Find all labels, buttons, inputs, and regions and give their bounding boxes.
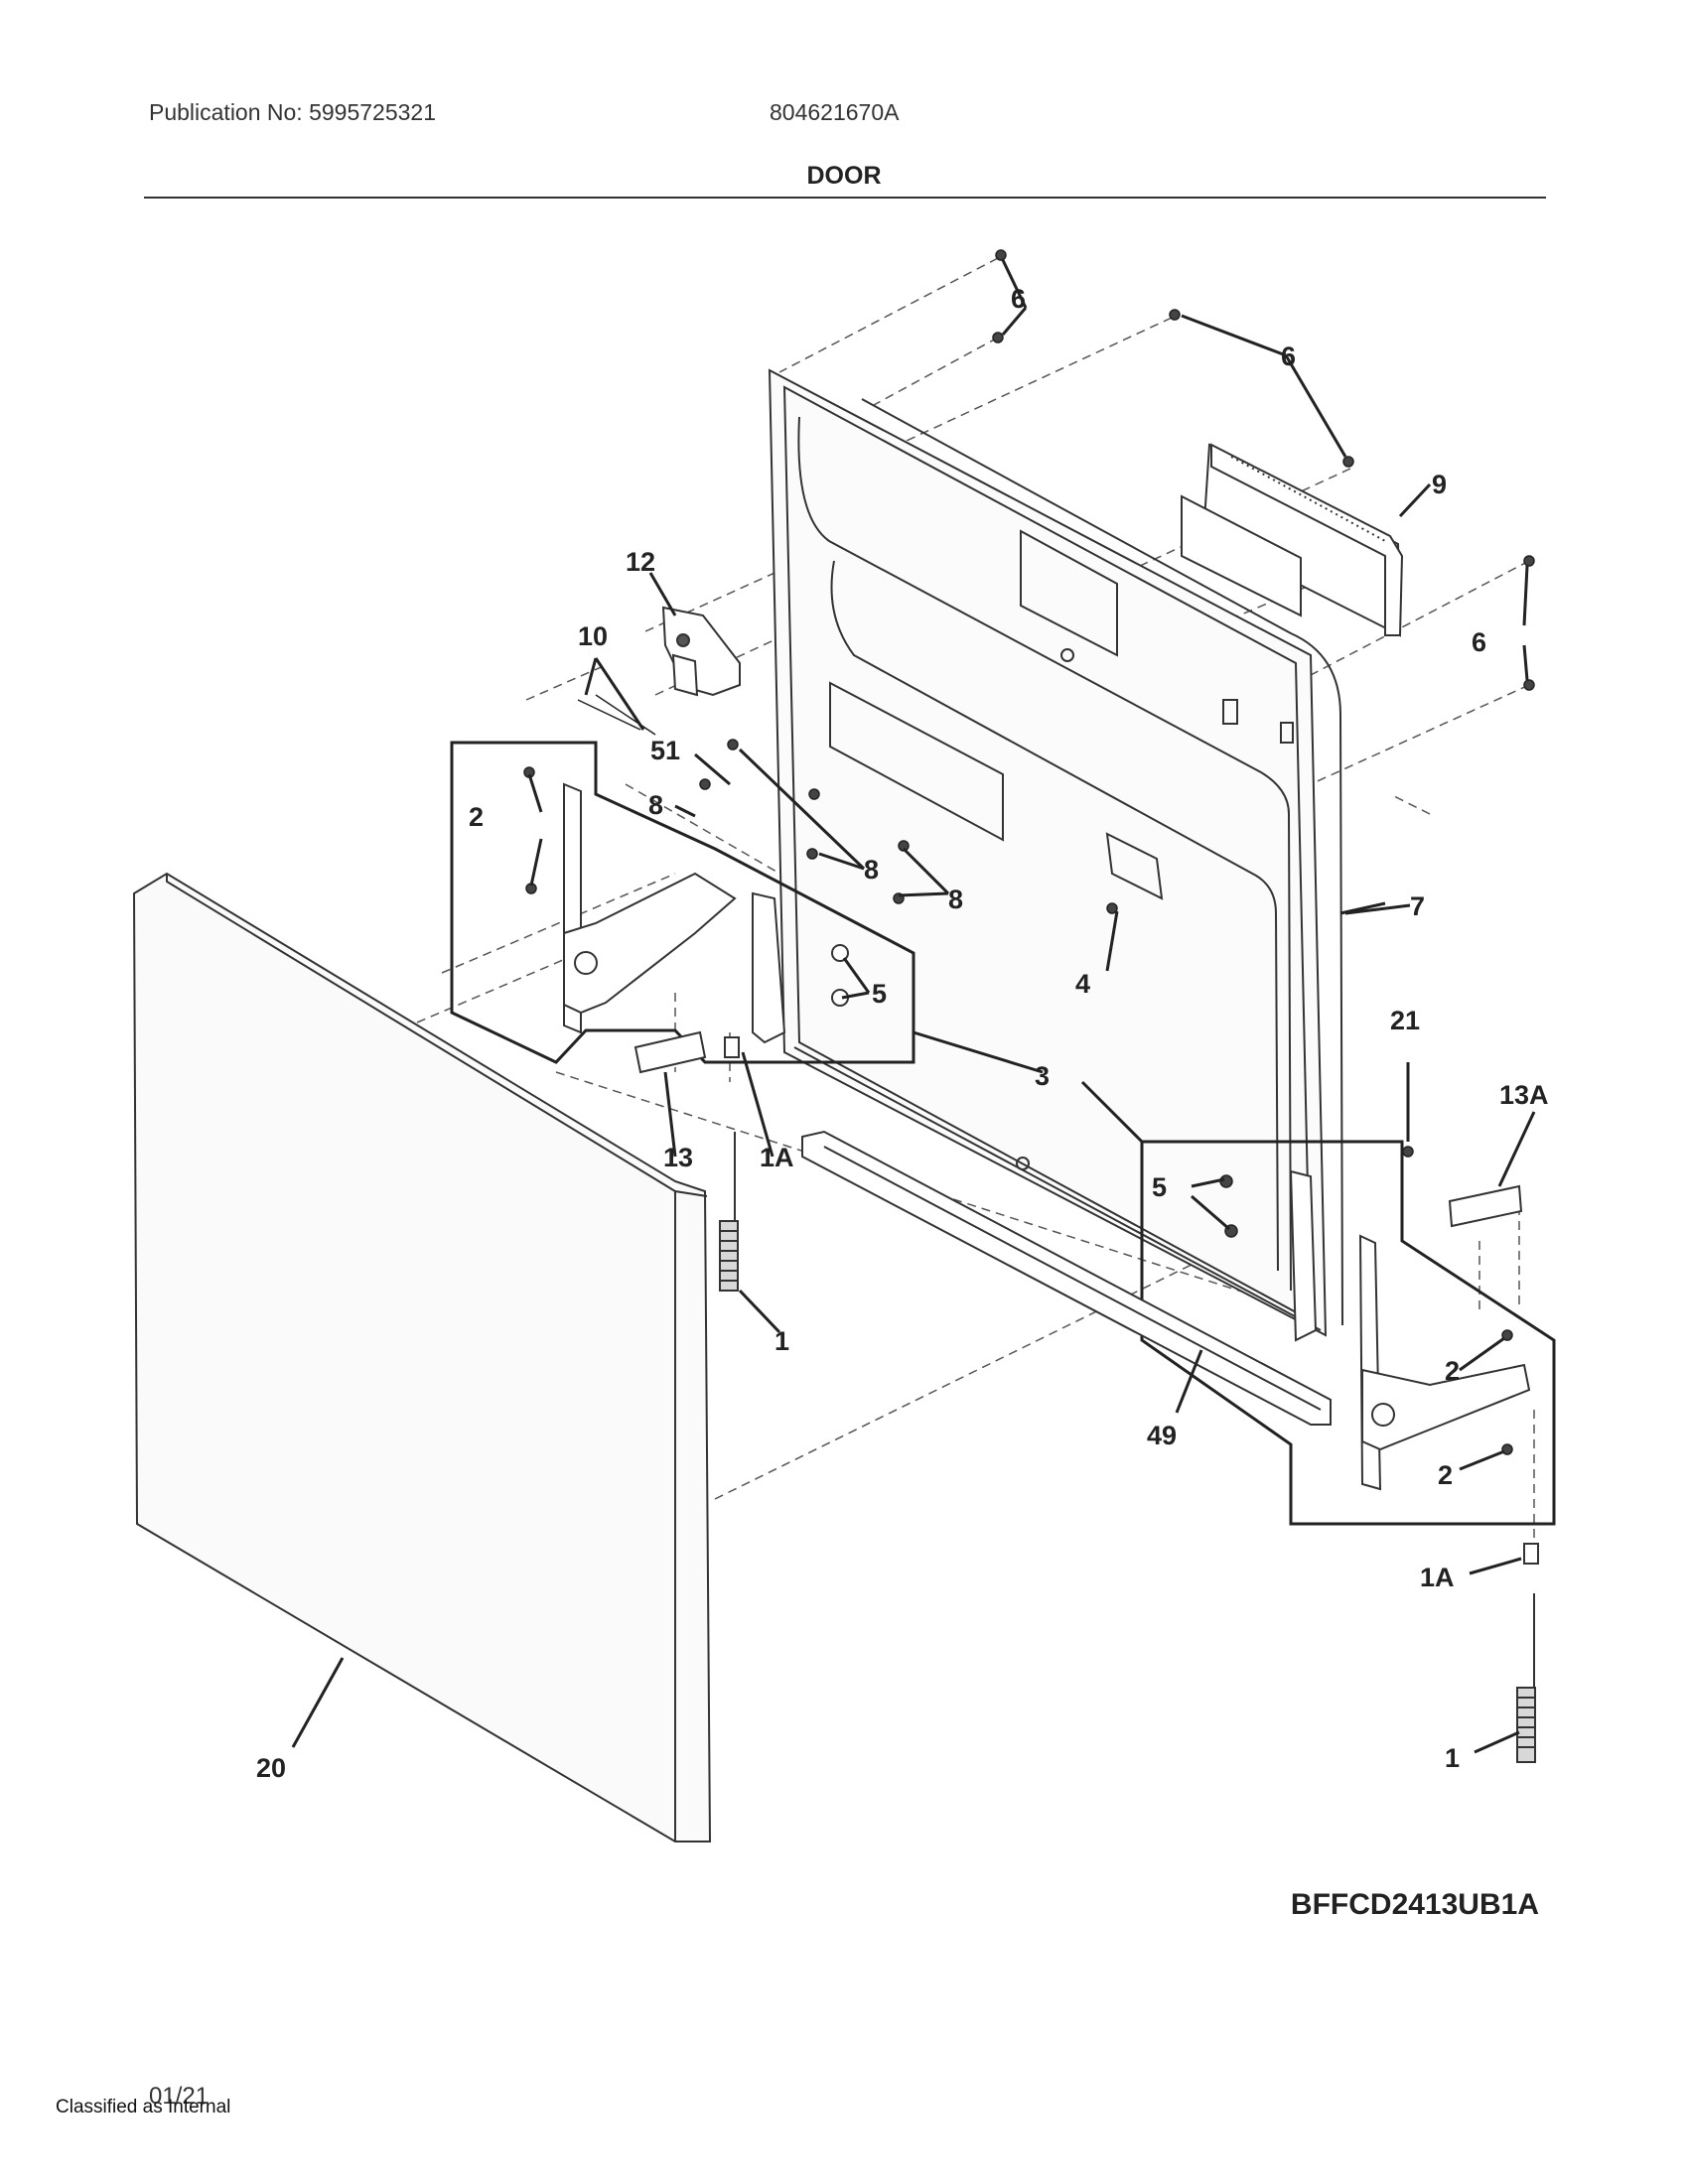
callout-8-b: 8 <box>864 855 879 885</box>
callout-20: 20 <box>256 1753 286 1783</box>
callout-21: 21 <box>1390 1006 1420 1035</box>
right-hinge <box>1289 1169 1531 1491</box>
door-seals <box>633 1030 1539 1565</box>
control-module <box>1181 443 1404 637</box>
door-springs <box>719 1132 1536 1763</box>
callout-7: 7 <box>1410 891 1425 921</box>
callout-labels: 6 6 6 9 12 10 51 8 8 8 2 2 2 5 5 7 4 3 2… <box>256 284 1549 1783</box>
left-hinge <box>563 782 849 1044</box>
callout-5-right: 5 <box>1152 1172 1167 1202</box>
callout-51: 51 <box>650 736 680 765</box>
document-number: 804621670A <box>770 99 900 125</box>
callout-12: 12 <box>626 547 655 577</box>
callout-3: 3 <box>1035 1061 1050 1091</box>
callout-8-c: 8 <box>948 885 963 914</box>
callout-49: 49 <box>1147 1421 1177 1450</box>
callout-4: 4 <box>1075 969 1090 999</box>
outer-door-panel <box>132 872 712 1843</box>
callout-5-left: 5 <box>872 979 887 1009</box>
callout-6-middle: 6 <box>1281 341 1296 371</box>
callout-6-right: 6 <box>1472 627 1486 657</box>
callout-1A-right: 1A <box>1420 1563 1455 1592</box>
header-rule <box>144 197 1546 199</box>
callout-1-right: 1 <box>1445 1743 1460 1773</box>
callout-1-left: 1 <box>774 1326 789 1356</box>
page-title: DOOR <box>806 162 882 190</box>
callout-2-right-top: 2 <box>1445 1356 1460 1386</box>
callout-13A: 13A <box>1499 1080 1549 1110</box>
bottom-trim-strip <box>801 1130 1332 1426</box>
callout-6-top: 6 <box>1011 284 1026 314</box>
callout-9: 9 <box>1432 470 1447 499</box>
model-number: BFFCD2413UB1A <box>1290 1888 1539 1921</box>
door-latch <box>661 606 741 697</box>
callout-2-left: 2 <box>469 802 484 832</box>
classification-label: Classified as Internal <box>56 2097 231 2117</box>
left-hinge-box <box>450 741 915 1064</box>
fasteners <box>523 249 1535 1455</box>
revision-date: 01/21 <box>149 2083 210 2110</box>
inner-door-panel <box>768 368 1343 1337</box>
publication-number: Publication No: 5995725321 <box>149 99 437 125</box>
callout-10: 10 <box>578 621 608 651</box>
callout-8-a: 8 <box>648 790 663 820</box>
callout-13: 13 <box>663 1143 693 1172</box>
callout-1A-left: 1A <box>760 1143 794 1172</box>
callout-2-right-bottom: 2 <box>1438 1460 1453 1490</box>
leader-lines <box>291 259 1536 1754</box>
